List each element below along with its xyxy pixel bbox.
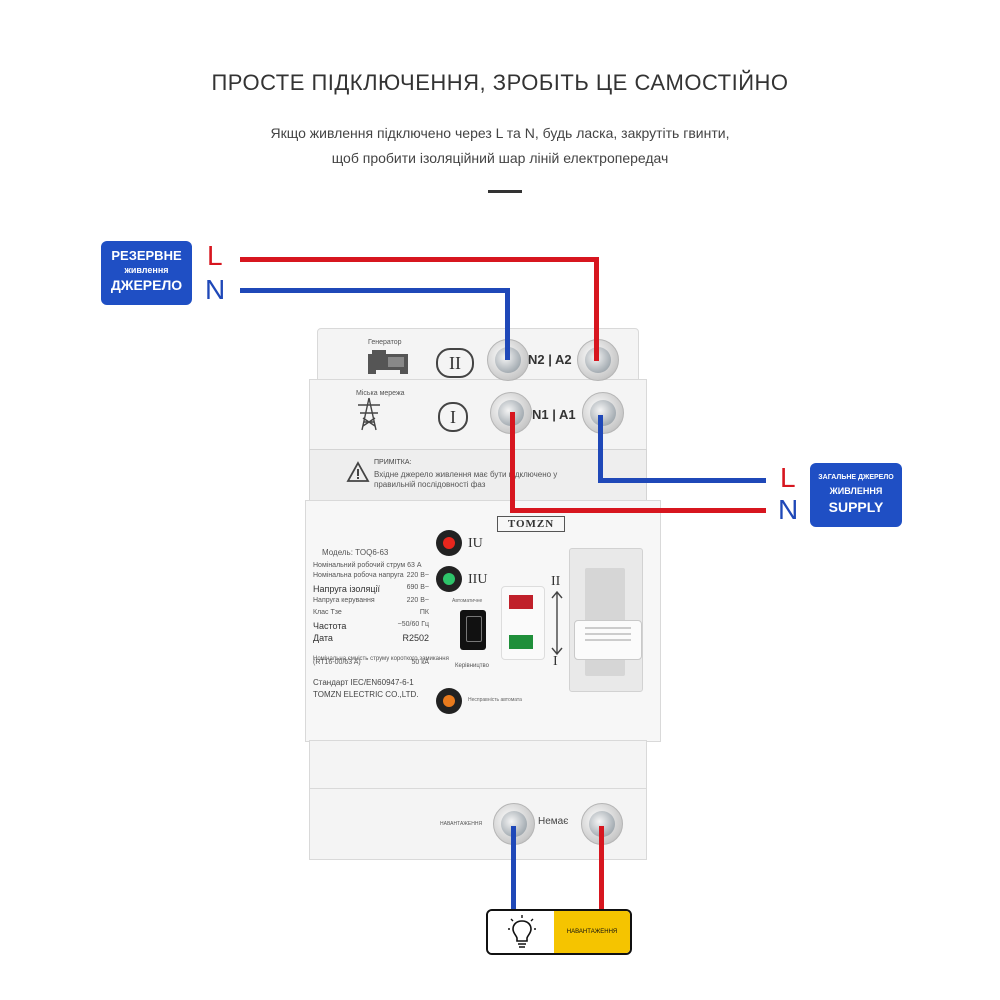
main-badge-line-2: ЖИВЛЕННЯ <box>829 486 883 496</box>
backup-source-badge: РЕЗЕРВНЕ живлення ДЖЕРЕЛО <box>101 241 192 305</box>
brand-logo: TOMZN <box>497 516 565 532</box>
transfer-lever[interactable] <box>574 620 642 660</box>
lever-bottom-symbol: I <box>553 654 558 669</box>
subtitle-line-2: щоб пробити ізоляційний шар ліній електр… <box>331 150 669 166</box>
main-badge-line-1: ЗАГАЛЬНЕ ДЖЕРЕЛО <box>818 474 894 481</box>
backup-label-L: L <box>207 240 223 271</box>
terminal-top-label: N2 | A2 <box>528 352 572 367</box>
backup-badge-line-3: ДЖЕРЕЛО <box>110 277 183 293</box>
backup-live-wire <box>240 257 599 262</box>
model-label: Модель: TOQ6-63 <box>322 548 389 557</box>
auto-label: Автоматичне <box>452 598 483 604</box>
grid-label: Міська мережа <box>356 390 405 397</box>
backup-neutral-wire <box>240 288 510 293</box>
terminal-load-l[interactable] <box>581 803 623 845</box>
warning-icon <box>346 461 370 482</box>
backup-badge-line-2: живлення <box>124 265 169 275</box>
note-title: ПРИМІТКА: <box>374 459 412 466</box>
fault-label: Несправність автомата <box>468 697 522 703</box>
load-icon-area <box>488 911 554 953</box>
position-1-symbol: I <box>438 402 468 432</box>
lever-arrow-icon <box>551 590 563 656</box>
load-live-wire <box>599 826 604 912</box>
indicator-2-led <box>436 566 462 592</box>
indicator-1-led <box>436 530 462 556</box>
title-divider <box>488 190 522 193</box>
terminal-a1[interactable] <box>582 392 624 434</box>
spec-row: Частота~50/60 Гц <box>313 621 429 631</box>
manual-label: Керівництво <box>455 663 489 669</box>
main-neutral-wire <box>598 478 766 483</box>
standard-label: Стандарт IEC/EN60947-6-1 <box>313 678 414 687</box>
power-tower-icon <box>358 397 380 431</box>
generator-label: Генератор <box>368 339 402 346</box>
position-2-symbol: II <box>436 348 474 378</box>
spec-row: (RT16-00/63 A)50 кА <box>313 659 429 666</box>
main-live-wire <box>510 508 766 513</box>
indicator-2-label: IIU <box>468 572 488 587</box>
device-lower-module <box>309 740 647 790</box>
terminal-mid-label: N1 | A1 <box>532 407 576 422</box>
note-line-2: правильній послідовності фаз <box>374 480 486 489</box>
mode-switch[interactable] <box>460 610 486 650</box>
bottom-none-label: Немає <box>538 816 569 827</box>
load-label: НАВАНТАЖЕННЯ <box>554 911 630 953</box>
load-neutral-wire <box>511 826 516 912</box>
backup-live-wire-drop <box>594 257 599 361</box>
backup-label-N: N <box>205 274 226 305</box>
spec-list: Номінальний робочий струм 63 А Номінальн… <box>313 562 449 671</box>
bottom-load-label: НАВАНТАЖЕННЯ <box>440 821 483 827</box>
light-bulb-icon <box>508 915 536 948</box>
main-live-wire-drop <box>510 412 515 512</box>
indicator-1-label: IU <box>468 536 483 551</box>
lever-top-symbol: II <box>551 574 561 589</box>
backup-neutral-wire-drop <box>505 288 510 360</box>
status-red-light <box>509 595 533 609</box>
fault-led <box>436 688 462 714</box>
main-label-L: L <box>780 462 796 493</box>
main-label-N: N <box>778 494 799 525</box>
main-badge-line-3: SUPPLY <box>828 499 884 515</box>
load-box: НАВАНТАЖЕННЯ <box>486 909 632 955</box>
status-green-light <box>509 635 533 649</box>
page-title: ПРОСТЕ ПІДКЛЮЧЕННЯ, ЗРОБІТЬ ЦЕ САМОСТІЙН… <box>211 70 789 95</box>
spec-row: Номінальний робочий струм 63 А <box>313 562 422 569</box>
generator-icon <box>368 350 408 374</box>
main-source-badge: ЗАГАЛЬНЕ ДЖЕРЕЛО ЖИВЛЕННЯ SUPPLY <box>810 463 902 527</box>
manufacturer-label: TOMZN ELECTRIC CO.,LTD. <box>313 690 419 699</box>
note-line-1: Вхідне джерело живлення має бути підключ… <box>374 470 558 479</box>
main-neutral-wire-drop <box>598 415 603 481</box>
subtitle-line-1: Якщо живлення підключено через L та N, б… <box>270 125 730 141</box>
backup-badge-line-1: РЕЗЕРВНЕ <box>111 248 182 263</box>
spec-row: Номінальна ємність струму короткого зами… <box>313 656 449 662</box>
